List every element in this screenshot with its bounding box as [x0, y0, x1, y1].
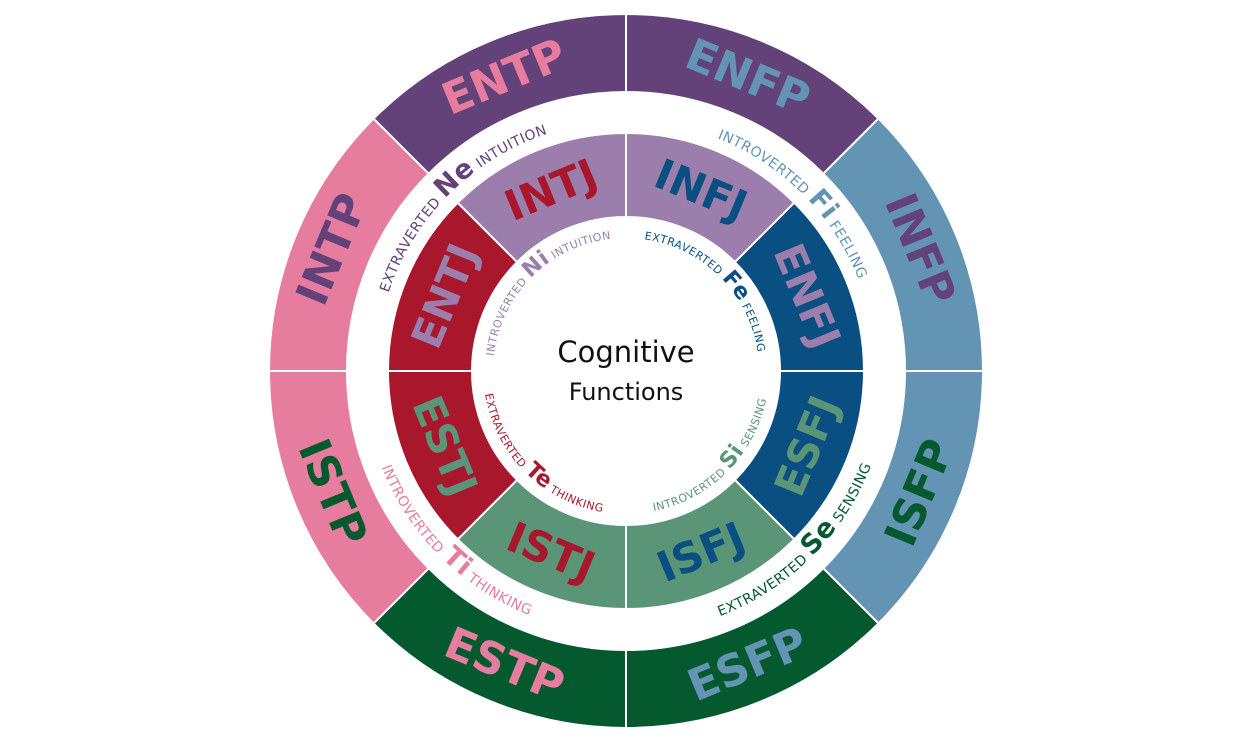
center-title: Cognitive Functions — [557, 335, 694, 406]
segment-intj — [456, 131, 627, 264]
center-title-line1: Cognitive — [557, 335, 694, 369]
function-post: FEELING — [737, 297, 767, 353]
center-title-line2: Functions — [569, 378, 684, 406]
segment-entp — [372, 12, 627, 176]
